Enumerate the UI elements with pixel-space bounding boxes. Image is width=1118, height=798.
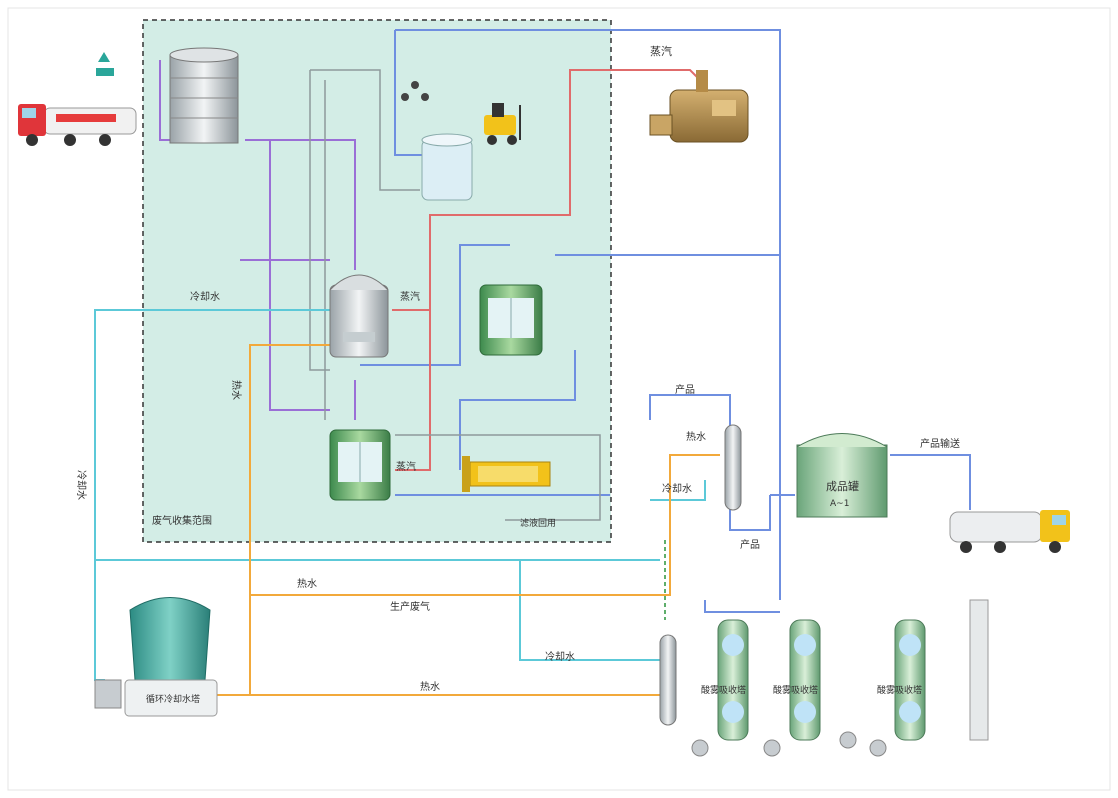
- crystallizer-tank: [479, 284, 543, 356]
- filter-press: [462, 456, 551, 492]
- cooling-tower: [94, 597, 218, 717]
- boiler-steam-label: 蒸汽: [650, 44, 672, 58]
- product-bottom-label: 产品: [740, 538, 760, 551]
- settling-steam-label: 蒸汽: [396, 460, 416, 473]
- worker-icon: [96, 52, 114, 76]
- boiler: [649, 70, 749, 143]
- cooling-water-left-label: 冷却水: [75, 470, 88, 500]
- product-storage-tank: [796, 433, 888, 518]
- product-label: 产品: [675, 383, 695, 396]
- reactor-steam-label: 蒸汽: [400, 290, 420, 303]
- hot-water-bottom-label: 热水: [420, 680, 440, 693]
- reactor: [329, 274, 389, 358]
- cooling-water-bottom-label: 冷却水: [545, 650, 575, 663]
- scrubber-label-2: 酸雾吸收塔: [773, 684, 818, 696]
- settling-tank: [329, 429, 391, 501]
- gray-pipes: [309, 69, 601, 521]
- pumps: [691, 731, 887, 757]
- exhaust-stack: [969, 599, 989, 741]
- product-truck: [949, 510, 1070, 553]
- condenser-column: [724, 424, 742, 511]
- forklift-icon: [484, 103, 521, 145]
- hot-water-mid-label: 热水: [297, 577, 317, 590]
- cooling-tower-label: 循环冷却水塔: [146, 693, 200, 705]
- dissolving-tank: [421, 133, 473, 201]
- product-transfer-label: 产品输送: [920, 437, 960, 450]
- cooling-water-in-label: 冷却水: [190, 290, 220, 303]
- production-gas-label: 生产废气: [390, 600, 430, 613]
- worker-group-icon: [401, 81, 429, 101]
- product-tank-label: 成品罐: [826, 480, 859, 493]
- scrubber-2: [789, 619, 821, 741]
- storage-tank: [169, 47, 239, 144]
- hot-water-pipes: [210, 344, 720, 696]
- condensate-label: 冷却水: [662, 482, 692, 495]
- purple-pipes: [159, 60, 356, 420]
- hot-water-vertical-label: 热水: [230, 380, 243, 400]
- gas-condenser-column: [659, 634, 677, 726]
- scrubber-3: [894, 619, 926, 741]
- scrubber-label-1: 酸雾吸收塔: [701, 684, 746, 696]
- raw-material-truck: [18, 104, 137, 146]
- zone-label: 废气收集范围: [152, 514, 212, 527]
- steam-pipes: [392, 69, 701, 471]
- hot-water-in-label: 热水: [686, 430, 706, 443]
- product-tank-sub: A~1: [830, 499, 849, 509]
- scrubber-label-3: 酸雾吸收塔: [877, 684, 922, 696]
- scrubber-1: [717, 619, 749, 741]
- filtrate-label: 滤液回用: [520, 517, 556, 529]
- product-out-pipe: [890, 454, 971, 510]
